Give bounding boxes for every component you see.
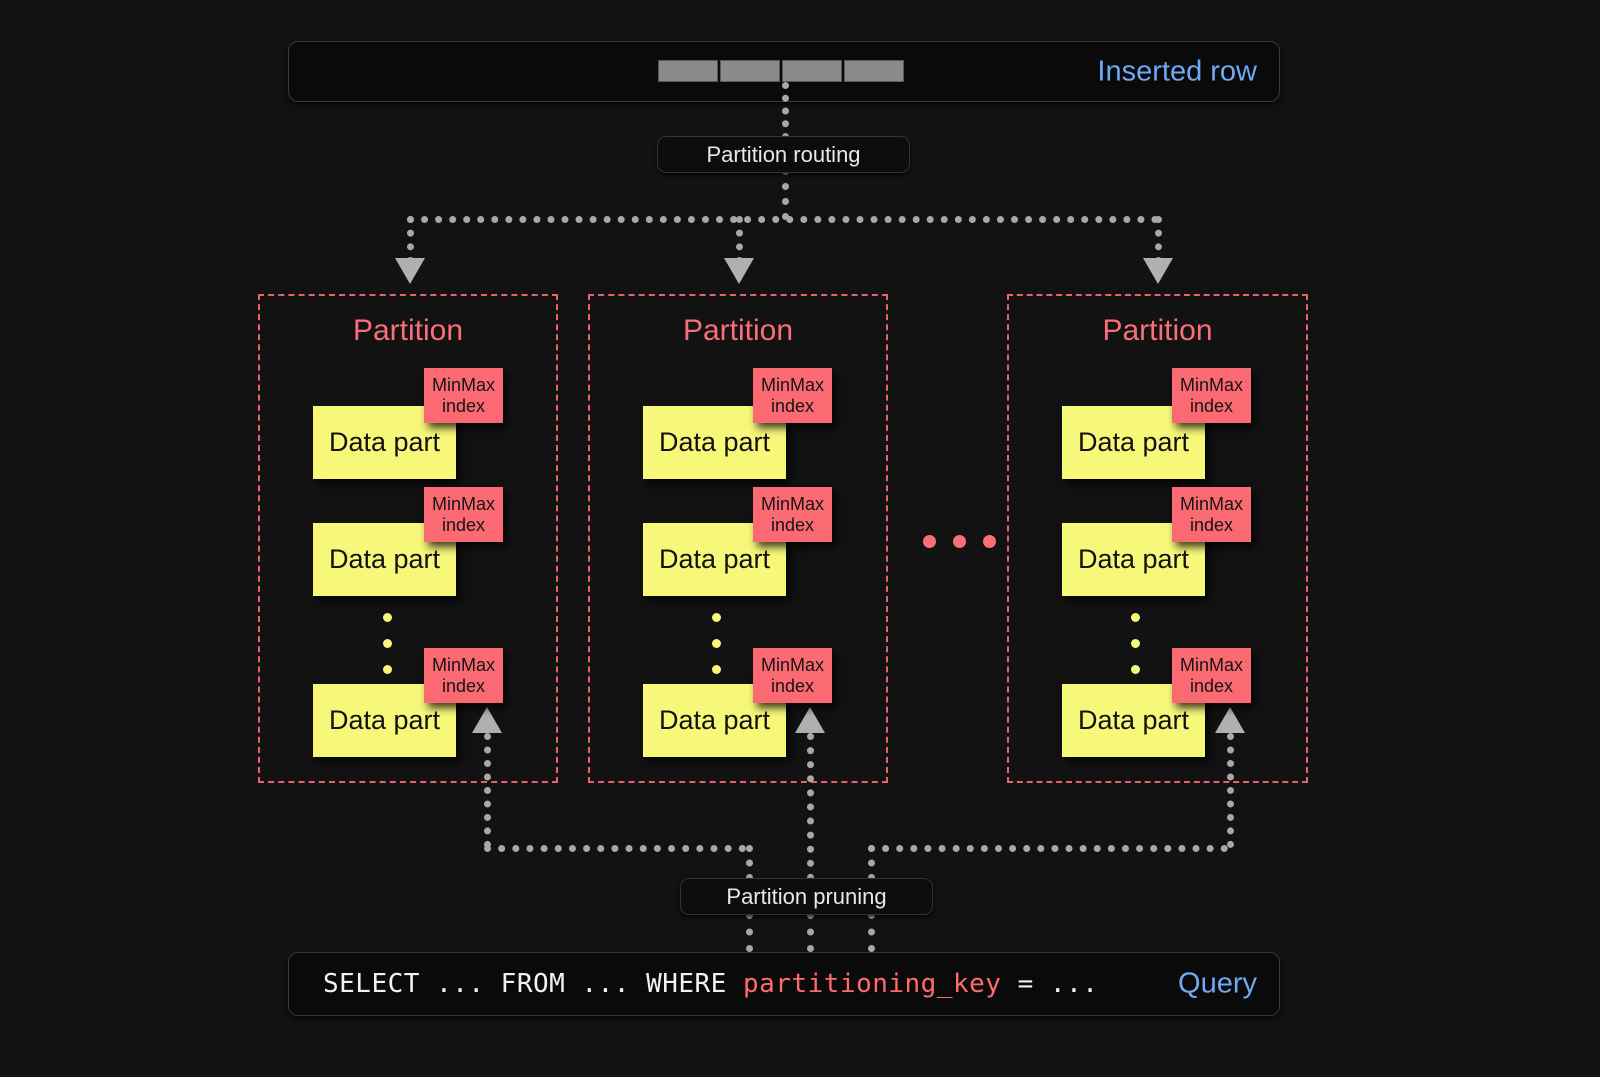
- data-part-label: Data part: [328, 544, 441, 574]
- connector-partition-1-prune-vertical: [484, 733, 491, 848]
- inserted-row-label: Inserted row: [1097, 55, 1257, 87]
- connector-bus-to-partition-1: [407, 216, 414, 264]
- arrow-into-partition-3: [1143, 258, 1173, 284]
- ellipsis-dot: [953, 535, 966, 548]
- partitions-horizontal-ellipsis: [923, 535, 996, 548]
- row-cell: [720, 60, 780, 82]
- inserted-row-cells: [658, 60, 904, 82]
- partition-pruning-label: Partition pruning: [680, 878, 933, 915]
- connector-routing-to-bus: [782, 168, 789, 220]
- query-statement: SELECT ... FROM ... WHERE partitioning_k…: [323, 969, 1098, 999]
- data-part-label: Data part: [328, 427, 441, 457]
- arrow-into-partition-2-prune: [795, 707, 825, 733]
- partition-1-data-part-3: Data part: [313, 684, 456, 757]
- ellipsis-dot: [383, 613, 392, 622]
- row-cell: [658, 60, 718, 82]
- row-cell: [782, 60, 842, 82]
- partition-3-data-part-1: Data part: [1062, 406, 1205, 479]
- connector-bus-to-partition-2: [736, 216, 743, 264]
- ellipsis-dot: [383, 639, 392, 648]
- query-suffix: = ...: [1001, 969, 1099, 999]
- partition-pruning-text: Partition pruning: [726, 883, 887, 909]
- partition-2-vertical-ellipsis: [712, 613, 721, 691]
- partition-routing-label: Partition routing: [657, 136, 910, 173]
- query-prefix: SELECT ... FROM ... WHERE: [323, 969, 743, 999]
- ellipsis-dot: [712, 639, 721, 648]
- data-part-label: Data part: [1077, 705, 1190, 735]
- query-partitioning-key: partitioning_key: [743, 969, 1002, 999]
- ellipsis-dot: [1131, 665, 1140, 674]
- ellipsis-dot: [1131, 639, 1140, 648]
- partition-routing-text: Partition routing: [706, 141, 861, 167]
- connector-row-to-routing: [782, 82, 789, 140]
- partition-3-title: Partition: [1102, 314, 1213, 347]
- partition-3: Partition: [1007, 294, 1308, 783]
- partition-3-data-part-3: Data part: [1062, 684, 1205, 757]
- ellipsis-dot: [712, 613, 721, 622]
- partition-1: Partition: [258, 294, 558, 783]
- arrow-into-partition-1: [395, 258, 425, 284]
- data-part-label: Data part: [328, 705, 441, 735]
- data-part-label: Data part: [658, 705, 771, 735]
- data-part-label: Data part: [658, 427, 771, 457]
- data-part-label: Data part: [658, 544, 771, 574]
- arrow-into-partition-3-prune: [1215, 707, 1245, 733]
- ellipsis-dot: [923, 535, 936, 548]
- row-cell: [844, 60, 904, 82]
- arrow-into-partition-1-prune: [472, 707, 502, 733]
- connector-bus-to-partition-3: [1155, 216, 1162, 264]
- connector-partition-3-prune-vertical: [1227, 733, 1234, 848]
- partition-2: Partition: [588, 294, 888, 783]
- partition-1-data-part-2: Data part: [313, 523, 456, 596]
- connector-prune-right-drop: [868, 845, 875, 881]
- connector-pruning-to-query-2: [807, 912, 814, 952]
- query-bar: SELECT ... FROM ... WHERE partitioning_k…: [288, 952, 1280, 1016]
- connector-partition-2-prune-vertical: [807, 733, 814, 881]
- connector-prune-left-drop: [746, 845, 753, 881]
- data-part-label: Data part: [1077, 427, 1190, 457]
- ellipsis-dot: [712, 665, 721, 674]
- connector-pruning-to-query-3: [868, 912, 875, 952]
- arrow-into-partition-2: [724, 258, 754, 284]
- partition-1-title: Partition: [352, 314, 464, 347]
- query-label: Query: [1178, 967, 1257, 1000]
- partition-2-title: Partition: [682, 314, 794, 347]
- connector-pruning-to-query-1: [746, 912, 753, 952]
- ellipsis-dot: [983, 535, 996, 548]
- fanout-bus: [407, 216, 1159, 223]
- ellipsis-dot: [1131, 613, 1140, 622]
- ellipsis-dot: [383, 665, 392, 674]
- connector-partition-1-prune-horizontal: [484, 845, 746, 852]
- data-part-label: Data part: [1077, 544, 1190, 574]
- partition-1-vertical-ellipsis: [383, 613, 392, 691]
- connector-partition-3-prune-horizontal: [868, 845, 1228, 852]
- partition-3-vertical-ellipsis: [1131, 613, 1140, 691]
